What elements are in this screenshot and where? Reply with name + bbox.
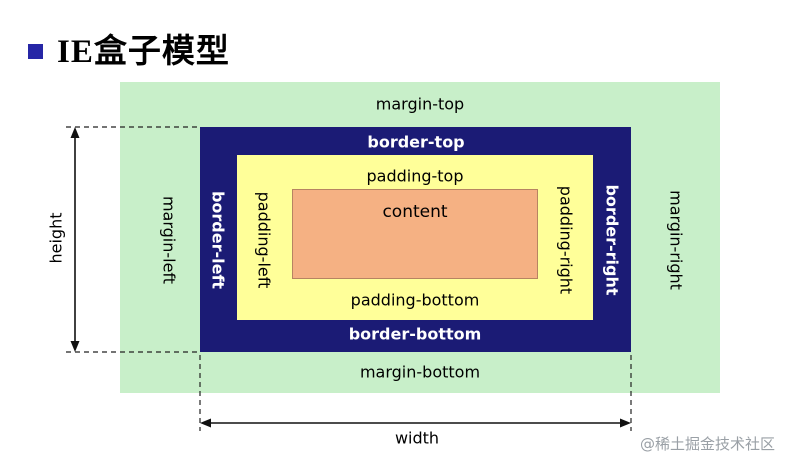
padding-bottom-label: padding-bottom: [350, 290, 480, 310]
content-label: content: [382, 202, 448, 222]
margin-top-label: margin-top: [375, 94, 465, 114]
title-bullet-icon: [28, 43, 43, 59]
border-top-label: border-top: [367, 132, 465, 152]
content-box: [292, 189, 538, 279]
watermark: @稀土掘金技术社区: [639, 435, 775, 453]
title-row: IE盒子模型: [28, 24, 230, 72]
margin-left-label: margin-left: [159, 195, 179, 285]
width-label: width: [394, 428, 440, 448]
margin-right-label: margin-right: [666, 190, 686, 290]
height-label: height: [46, 212, 66, 264]
border-bottom-label: border-bottom: [348, 324, 482, 344]
padding-left-label: padding-left: [254, 191, 274, 289]
margin-bottom-label: margin-bottom: [359, 362, 481, 382]
page-title: IE盒子模型: [57, 34, 230, 70]
border-left-label: border-left: [208, 190, 228, 290]
width-arrow-icon: [200, 418, 631, 428]
padding-right-label: padding-right: [556, 185, 576, 295]
height-arrow-icon: [70, 127, 80, 352]
padding-top-label: padding-top: [366, 166, 464, 186]
border-right-label: border-right: [602, 184, 622, 296]
